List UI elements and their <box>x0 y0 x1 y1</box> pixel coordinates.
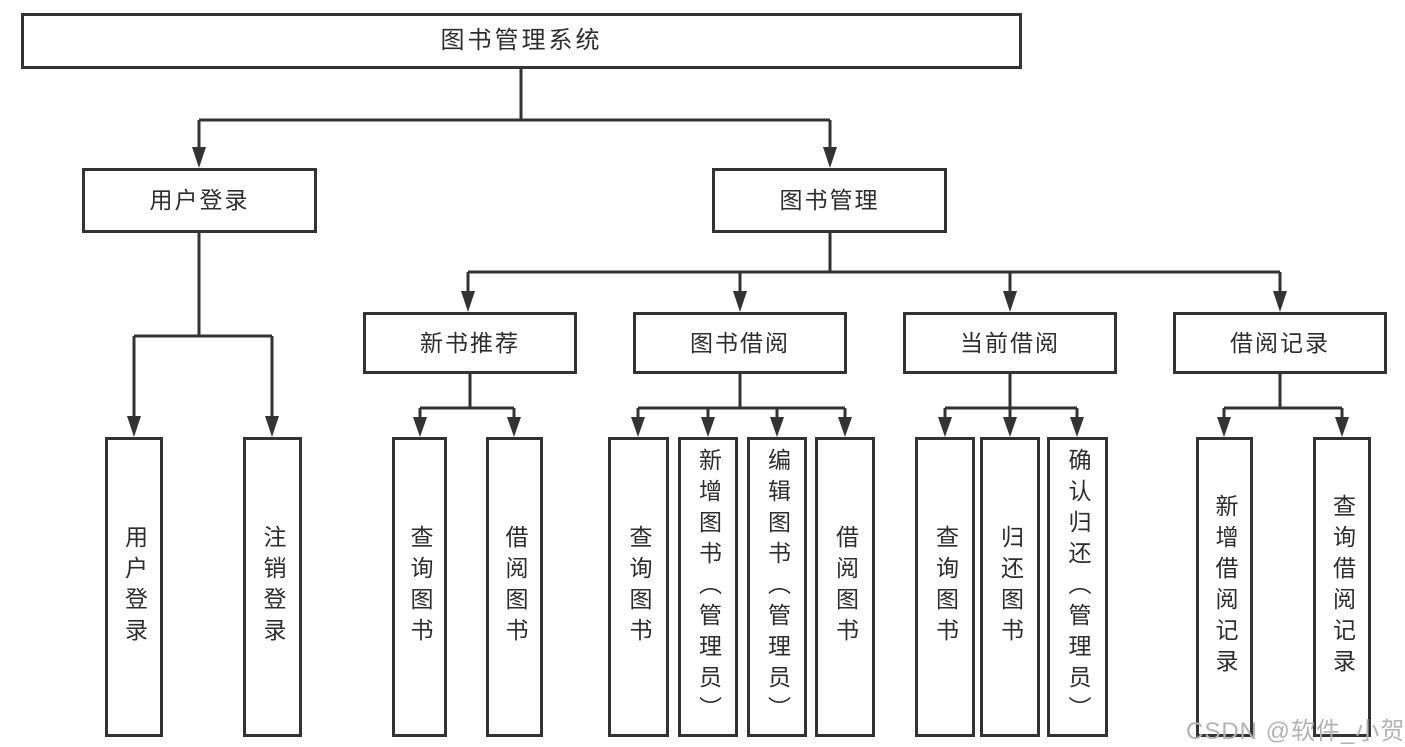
node-user-login: 用户登录 <box>82 168 317 233</box>
csdn-watermark: CSDN @软件_小贺同学 <box>1186 718 1405 745</box>
leaf-logout: 注销登录 <box>243 437 302 737</box>
leaf-confirm-return-admin: 确认归还（管理员） <box>1047 437 1108 737</box>
node-book-borrow: 图书借阅 <box>633 312 847 374</box>
leaf-borrow-book-recommend: 借阅图书 <box>486 437 543 737</box>
leaf-query-borrow-record: 查询借阅记录 <box>1313 437 1371 737</box>
arrowheads <box>127 147 1349 437</box>
leaf-user-login: 用户登录 <box>105 437 163 737</box>
leaf-add-book-admin: 新增图书（管理员） <box>678 437 738 737</box>
leaf-query-book-borrow: 查询图书 <box>608 437 669 737</box>
leaf-query-book-current: 查询图书 <box>915 437 975 737</box>
node-book-management: 图书管理 <box>712 168 947 233</box>
node-new-book-recommend: 新书推荐 <box>363 312 577 374</box>
leaf-add-borrow-record: 新增借阅记录 <box>1196 437 1253 737</box>
leaf-edit-book-admin: 编辑图书（管理员） <box>747 437 807 737</box>
connector-paths <box>132 69 1344 417</box>
leaf-return-book: 归还图书 <box>980 437 1040 737</box>
node-library-system: 图书管理系统 <box>21 13 1022 69</box>
leaf-query-book-recommend: 查询图书 <box>392 437 447 737</box>
node-borrow-records: 借阅记录 <box>1173 312 1387 374</box>
leaf-borrow-book: 借阅图书 <box>815 437 875 737</box>
node-current-borrow: 当前借阅 <box>903 312 1117 374</box>
